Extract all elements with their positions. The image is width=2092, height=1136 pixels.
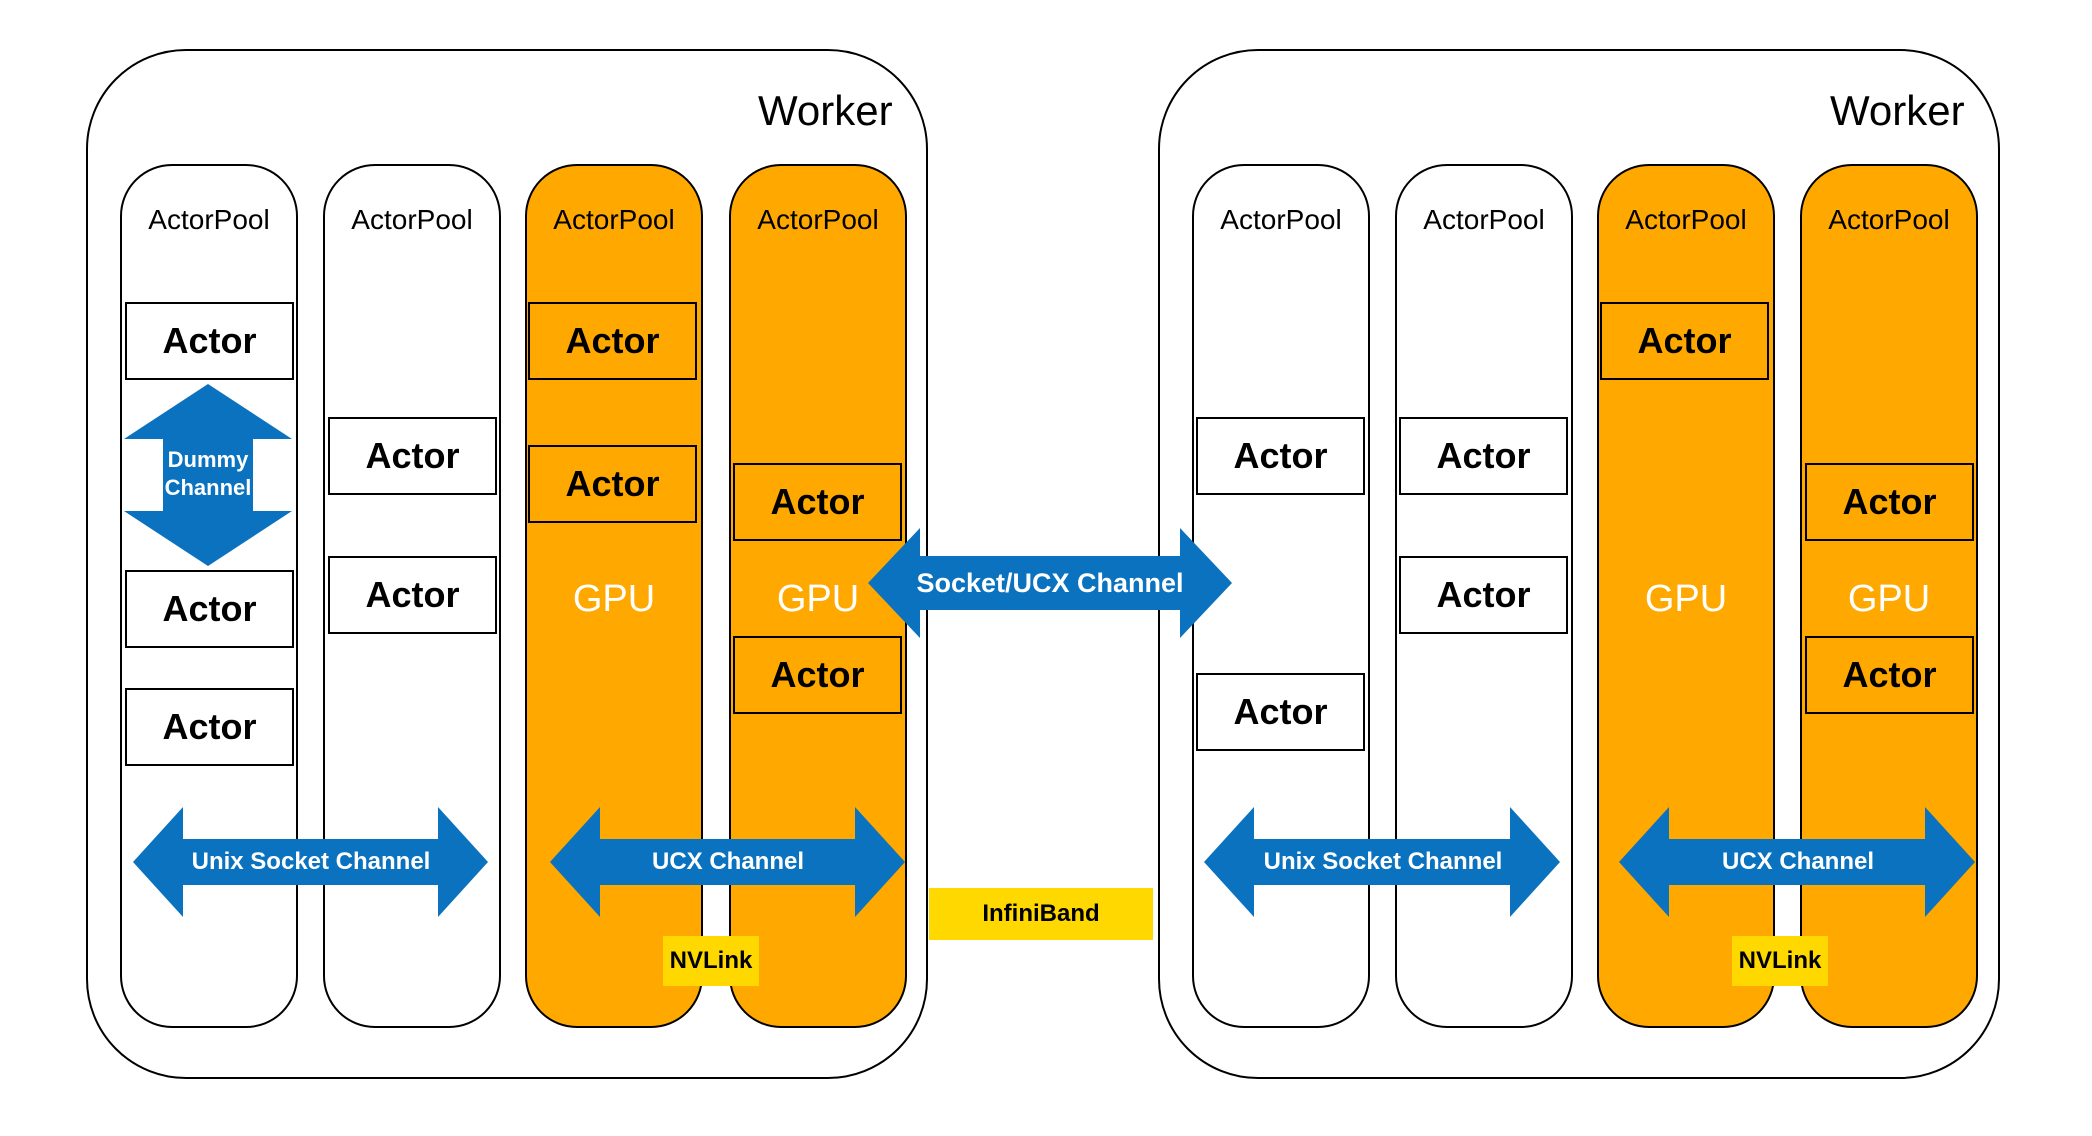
- gpu-label: GPU: [776, 578, 860, 620]
- actor-pool-title: ActorPool: [1828, 204, 1950, 235]
- actor-box: Actor: [1805, 463, 1974, 541]
- actor-box: Actor: [528, 302, 697, 380]
- actor-pool-title: ActorPool: [757, 204, 879, 235]
- socket-ucx-channel-arrow: [868, 528, 1232, 638]
- actor-box: Actor: [1600, 302, 1769, 380]
- actor-box: Actor: [1196, 673, 1365, 751]
- nvlink-tag: NVLink: [663, 936, 759, 986]
- unix-socket-channel-arrow: [1204, 807, 1560, 917]
- ucx-channel-label: UCX Channel: [651, 848, 804, 875]
- dummy-channel-label: Dummy Channel: [164, 447, 252, 500]
- actor-pool-title: ActorPool: [148, 204, 270, 235]
- unix-socket-channel-arrow: [133, 807, 488, 917]
- ucx-channel-label: UCX Channel: [1721, 848, 1874, 875]
- actor-box: Actor: [528, 445, 697, 523]
- actor-box: Actor: [328, 417, 497, 495]
- actor-pool-title: ActorPool: [1625, 204, 1747, 235]
- gpu-label: GPU: [1847, 578, 1931, 620]
- dummy-channel-arrow: [124, 384, 292, 566]
- actor-box: Actor: [1399, 556, 1568, 634]
- worker-title: Worker: [1830, 87, 1965, 134]
- actor-box: Actor: [125, 302, 294, 380]
- actor-box: Actor: [733, 636, 902, 714]
- actor-box: Actor: [733, 463, 902, 541]
- gpu-label: GPU: [572, 578, 656, 620]
- socket-ucx-channel-label: Socket/UCX Channel: [916, 567, 1184, 598]
- actor-pool-title: ActorPool: [1423, 204, 1545, 235]
- actor-pool-title: ActorPool: [351, 204, 473, 235]
- ucx-channel-arrow: [550, 807, 905, 917]
- worker-title: Worker: [758, 87, 893, 134]
- ucx-channel-arrow: [1619, 807, 1975, 917]
- actor-box: Actor: [125, 688, 294, 766]
- unix-socket-channel-label: Unix Socket Channel: [1263, 848, 1503, 875]
- actor-box: Actor: [1196, 417, 1365, 495]
- unix-socket-channel-label: Unix Socket Channel: [191, 848, 431, 875]
- gpu-label: GPU: [1644, 578, 1728, 620]
- actor-pool-title: ActorPool: [553, 204, 675, 235]
- infiniband-tag: InfiniBand: [929, 888, 1153, 940]
- actor-pool-title: ActorPool: [1220, 204, 1342, 235]
- actor-box: Actor: [125, 570, 294, 648]
- actor-box: Actor: [328, 556, 497, 634]
- nvlink-tag: NVLink: [1732, 936, 1828, 986]
- actor-box: Actor: [1805, 636, 1974, 714]
- actor-box: Actor: [1399, 417, 1568, 495]
